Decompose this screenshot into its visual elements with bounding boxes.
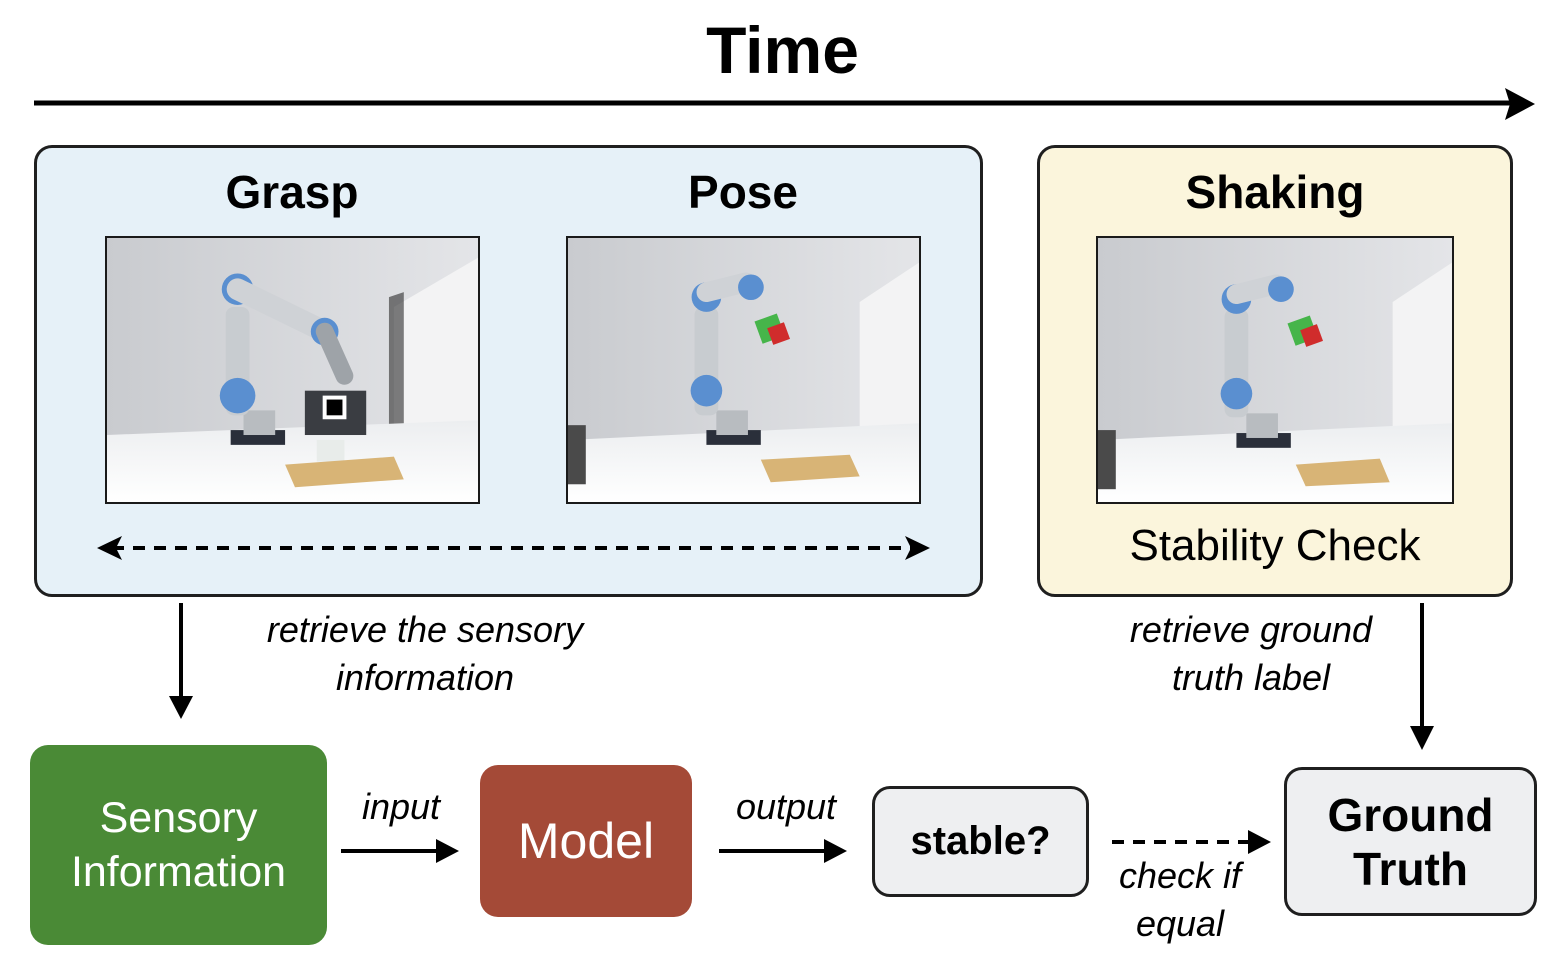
duration-arrow-left-head — [97, 536, 122, 560]
robot-arm-grasp-photo — [105, 236, 480, 504]
duration-arrow-right-head — [905, 536, 930, 560]
robot-arm-pose-photo — [566, 236, 921, 504]
stability-check-label: Stability Check — [1129, 521, 1421, 570]
truth-line2: Truth — [1353, 842, 1468, 895]
grasp-title: Grasp — [225, 166, 359, 218]
truth-line1: Ground — [1327, 788, 1494, 841]
model-box: Model — [480, 765, 692, 917]
retrieve-truth-line2: truth label — [1171, 657, 1331, 698]
input-label: input — [361, 786, 441, 827]
retrieve-sensory-line2: information — [335, 657, 515, 698]
pose-title: Pose — [688, 166, 798, 218]
retrieve-truth-line1: retrieve ground — [1129, 609, 1373, 650]
sensory-line1: Sensory — [99, 794, 258, 842]
retrieve-sensory-line1: retrieve the sensory — [266, 609, 584, 650]
time-title: Time — [706, 13, 859, 87]
ground-truth-box: Ground Truth — [1284, 767, 1537, 916]
robot-arm-shaking-photo — [1096, 236, 1454, 504]
sensory-line2: Information — [70, 848, 287, 896]
check-line1: check if — [1118, 855, 1242, 896]
check-line2: equal — [1135, 903, 1225, 944]
sensory-information-box: Sensory Information — [30, 745, 327, 945]
time-arrow-head — [1505, 88, 1535, 120]
model-label: Model — [517, 813, 655, 869]
stable-label: stable? — [910, 819, 1051, 863]
shaking-title: Shaking — [1185, 166, 1365, 218]
output-label: output — [735, 786, 837, 827]
stable-output-box: stable? — [872, 786, 1089, 897]
